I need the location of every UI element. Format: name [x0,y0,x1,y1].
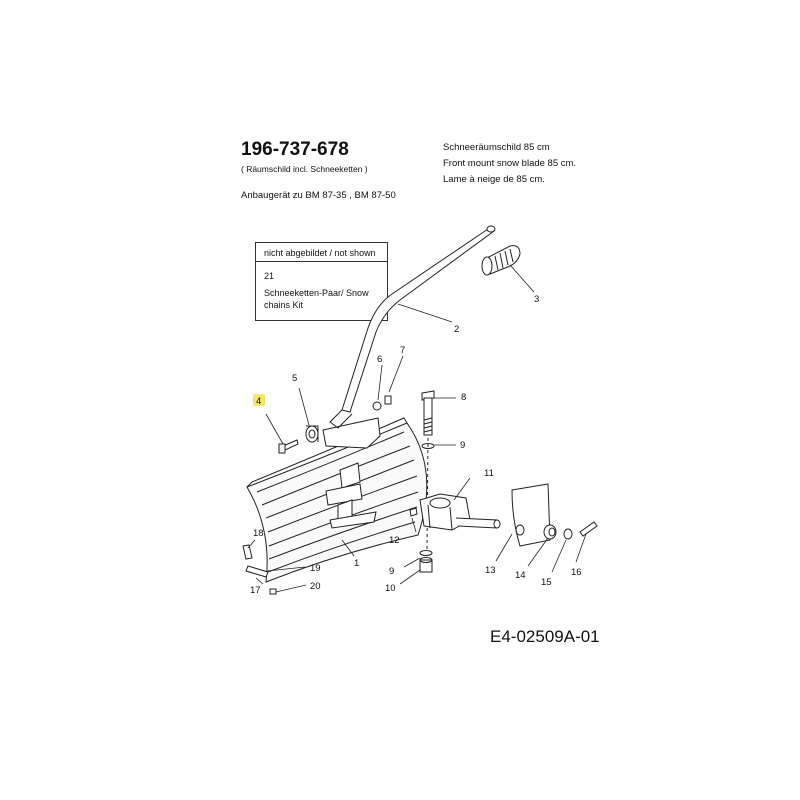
screw-12[interactable] [409,507,418,517]
subtitle: ( Räumschild incl. Schneeketten ) [241,164,368,174]
callout-5[interactable]: 5 [292,373,297,384]
nut-20[interactable] [269,588,277,595]
callout-4[interactable]: 4 [256,396,261,407]
fits-models: Anbaugerät zu BM 87-35 , BM 87-50 [241,190,396,201]
bushing-14[interactable] [543,524,557,540]
callout-19[interactable]: 19 [310,563,321,574]
handle-grip[interactable] [481,245,521,276]
callout-13[interactable]: 13 [485,565,496,576]
callout-6[interactable]: 6 [377,354,382,365]
reference-code: E4-02509A-01 [490,627,600,646]
washer-9-lower[interactable] [419,550,433,556]
callout-9-lower[interactable]: 9 [389,566,394,577]
skid-17[interactable] [245,565,269,578]
callout-11[interactable]: 11 [484,468,494,479]
nut-7[interactable] [384,395,392,405]
callout-4-highlight [253,394,265,406]
not-shown-item-label: Schneeketten-Paar/ Snow chains Kit [264,288,369,310]
mounting-plate-13[interactable] [511,483,551,547]
clip-pin-16[interactable] [579,521,598,537]
push-handle[interactable] [329,225,496,429]
callout-9-upper[interactable]: 9 [460,440,465,451]
callout-3[interactable]: 3 [534,294,539,305]
bolt-8[interactable] [421,390,435,436]
bushing-5[interactable] [305,425,319,443]
callout-15[interactable]: 15 [541,577,552,588]
part-number: 196-737-678 [241,139,349,160]
description-de: Schneeräumschild 85 cm [443,142,550,153]
callout-1[interactable]: 1 [354,558,359,569]
callout-16[interactable]: 16 [571,567,582,578]
description-fr: Lame à neige de 85 cm. [443,174,545,185]
bolt-18[interactable] [242,544,253,560]
callout-12[interactable]: 12 [389,535,400,546]
pivot-bracket-11[interactable] [419,493,501,531]
description-en: Front mount snow blade 85 cm. [443,158,577,169]
callout-8[interactable]: 8 [461,392,466,403]
nut-10[interactable] [419,557,433,573]
callout-14[interactable]: 14 [515,570,526,581]
bolt-4[interactable] [278,439,299,454]
callout-2[interactable]: 2 [454,324,459,335]
washer-15[interactable] [563,528,573,540]
not-shown-item-number: 21 [264,271,275,281]
callout-17[interactable]: 17 [250,585,261,596]
blade-mount-bracket[interactable] [322,417,381,529]
not-shown-header: nicht abgebildet / not shown [256,243,387,262]
not-shown-box: nicht abgebildet / not shown 21 Schneeke… [255,242,388,321]
callout-10[interactable]: 10 [385,583,396,594]
callout-20[interactable]: 20 [310,581,321,592]
callout-18[interactable]: 18 [253,528,264,539]
washer-6[interactable] [372,401,382,411]
callout-7[interactable]: 7 [400,345,405,356]
